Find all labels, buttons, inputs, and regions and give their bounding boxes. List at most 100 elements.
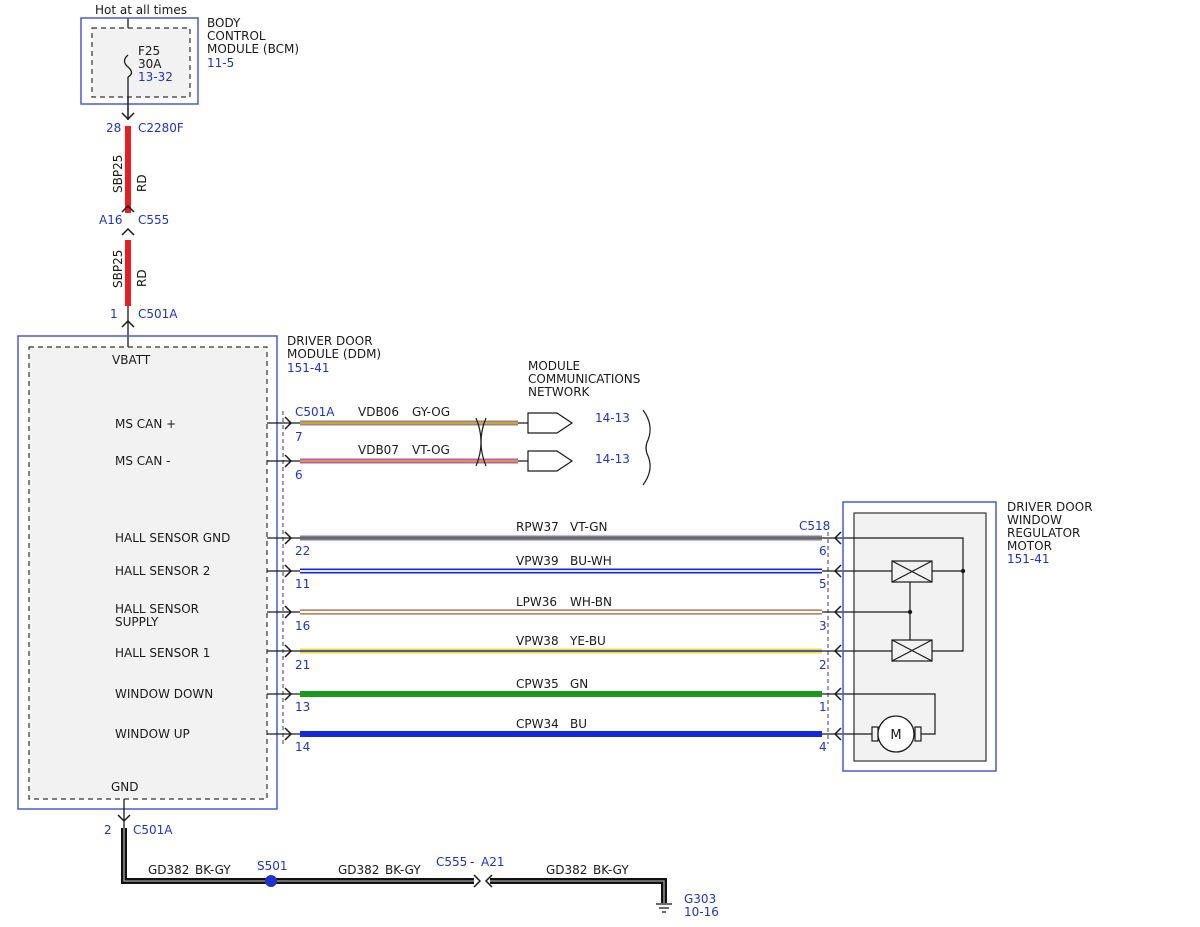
ground-point[interactable]: G303: [684, 892, 716, 906]
wire-cpw34-right-pin: 4: [819, 740, 827, 754]
inline-pin: A21: [481, 855, 504, 869]
network-label-line-2: COMMUNICATIONS: [528, 372, 640, 386]
wire1-color: RD: [135, 174, 149, 192]
motor-name-line-2: WINDOW: [1007, 513, 1062, 527]
wire-vpw39: [267, 564, 852, 578]
ddm-gnd-label: GND: [111, 780, 139, 794]
signal-hall-sensor-gnd: HALL SENSOR GND: [115, 531, 230, 545]
wire-vdb06-color: GY-OG: [412, 405, 450, 419]
ddm-name-line-2: MODULE (DDM): [287, 347, 381, 361]
splice-dot: [265, 875, 277, 887]
motor-inner: [853, 512, 987, 762]
connector-arrow-icon: [121, 204, 135, 213]
inline-separator: -: [470, 855, 474, 869]
wire-lpw36-right-pin: 3: [819, 619, 827, 633]
wire-vpw39-color: BU-WH: [570, 554, 612, 568]
wire-vdb06-pin: 7: [295, 430, 303, 444]
wire-rpw37: [267, 531, 852, 545]
connector-arrow-icon: [284, 605, 293, 619]
connector-arrow-icon: [284, 687, 293, 701]
connector-arrow-icon: [284, 644, 293, 658]
ddm-ref[interactable]: 151-41: [287, 361, 330, 375]
connector-arrow-icon: [117, 814, 131, 823]
c501a-name-top[interactable]: C501A: [138, 307, 178, 321]
wire-cpw35-circuit: CPW35: [516, 677, 559, 691]
connector-arrow-icon: [284, 416, 293, 430]
network-link-icon[interactable]: [518, 450, 574, 472]
network-label-line-3: NETWORK: [528, 385, 591, 399]
connector-arrow-icon: [284, 531, 293, 545]
bcm-name-line-2: CONTROL: [207, 29, 266, 43]
motor-icon: [871, 715, 922, 753]
network-link-icon[interactable]: [518, 412, 574, 434]
motor-name-line-4: MOTOR: [1007, 539, 1052, 553]
connector-arrow-icon: [121, 112, 135, 121]
connector-arrow-icon: [284, 727, 293, 741]
wire-vpw38-color: YE-BU: [569, 634, 606, 648]
c501a-pin-1: 1: [110, 307, 118, 321]
wire-cpw34-left-pin: 14: [295, 740, 310, 754]
signal-hall-sensor-1: HALL SENSOR 1: [115, 646, 210, 660]
gnd-connector[interactable]: C501A: [133, 823, 173, 837]
ddm-box[interactable]: [17, 335, 278, 810]
gnd-seg1-circuit: GD382: [148, 863, 189, 877]
c2280f-name[interactable]: C2280F: [138, 121, 184, 135]
junction-dot: [960, 568, 966, 574]
bcm-box[interactable]: [80, 17, 199, 105]
wire-lpw36-circuit: LPW36: [516, 595, 557, 609]
signal-hall-sensor-supply-1: HALL SENSOR: [115, 602, 199, 616]
wire-cpw34: [267, 727, 852, 741]
bcm-ref[interactable]: 11-5: [207, 56, 234, 70]
signal-ms-can-minus: MS CAN -: [115, 454, 171, 468]
c555-name[interactable]: C555: [138, 213, 169, 227]
wire1-circuit: SBP25: [111, 155, 125, 193]
connector-arrow-icon: [284, 454, 293, 468]
network-connector[interactable]: C501A: [295, 405, 335, 419]
fuse-ref[interactable]: 13-32: [138, 70, 173, 84]
gnd-seg2-color: BK-GY: [385, 863, 421, 877]
wire-rpw37-right-pin: 6: [819, 544, 827, 558]
gnd-seg3-color: BK-GY: [593, 863, 629, 877]
wire-cpw35-left-pin: 13: [295, 700, 310, 714]
network-brace-icon: [642, 409, 651, 486]
fuse-rating: 30A: [138, 57, 162, 71]
motor-name-line-1: DRIVER DOOR: [1007, 500, 1093, 514]
wire-vdb06-circuit: VDB06: [358, 405, 399, 419]
wire-vdb06-ref[interactable]: 14-13: [595, 411, 630, 425]
hall-sensor-icon: [891, 639, 933, 662]
wire-rpw37-color: VT-GN: [570, 520, 607, 534]
wire-vpw38: [267, 644, 852, 658]
ground-ref[interactable]: 10-16: [684, 905, 719, 919]
ddm-inner: [28, 346, 268, 800]
motor-name-line-3: REGULATOR: [1007, 526, 1080, 540]
hot-at-all-times-label: Hot at all times: [95, 3, 187, 17]
wire-cpw34-circuit: CPW34: [516, 717, 559, 731]
wire-rpw37-circuit: RPW37: [516, 520, 559, 534]
connector-arrow-icon: [121, 227, 135, 236]
wire-cpw35-color: GN: [570, 677, 588, 691]
signal-window-down: WINDOW DOWN: [115, 687, 213, 701]
wire2-circuit: SBP25: [111, 250, 125, 288]
wire-vdb07-ref[interactable]: 14-13: [595, 452, 630, 466]
motor-box[interactable]: [842, 501, 997, 772]
splice-label[interactable]: S501: [257, 859, 288, 873]
wire-rpw37-left-pin: 22: [295, 544, 310, 558]
wire-vpw39-left-pin: 11: [295, 577, 310, 591]
gnd-pin: 2: [104, 823, 112, 837]
signal-hall-sensor-2: HALL SENSOR 2: [115, 564, 210, 578]
hall-sensor-icon: [891, 560, 933, 583]
inline-connector[interactable]: C555: [436, 855, 467, 869]
wire-cpw35-right-pin: 1: [819, 700, 827, 714]
ddm-name-line-1: DRIVER DOOR: [287, 334, 373, 348]
gnd-seg2-circuit: GD382: [338, 863, 379, 877]
ddm-vbatt-label: VBATT: [112, 353, 151, 367]
c518-connector[interactable]: C518: [799, 519, 830, 533]
ground-icon: [656, 903, 672, 913]
bcm-name-line-3: MODULE (BCM): [207, 42, 299, 56]
wire-vdb07-pin: 6: [295, 468, 303, 482]
wire-cpw35: [267, 687, 852, 701]
fuse-id: F25: [138, 44, 160, 58]
motor-ref[interactable]: 151-41: [1007, 552, 1050, 566]
wire-vpw38-right-pin: 2: [819, 658, 827, 672]
fuse-icon: [123, 54, 133, 78]
